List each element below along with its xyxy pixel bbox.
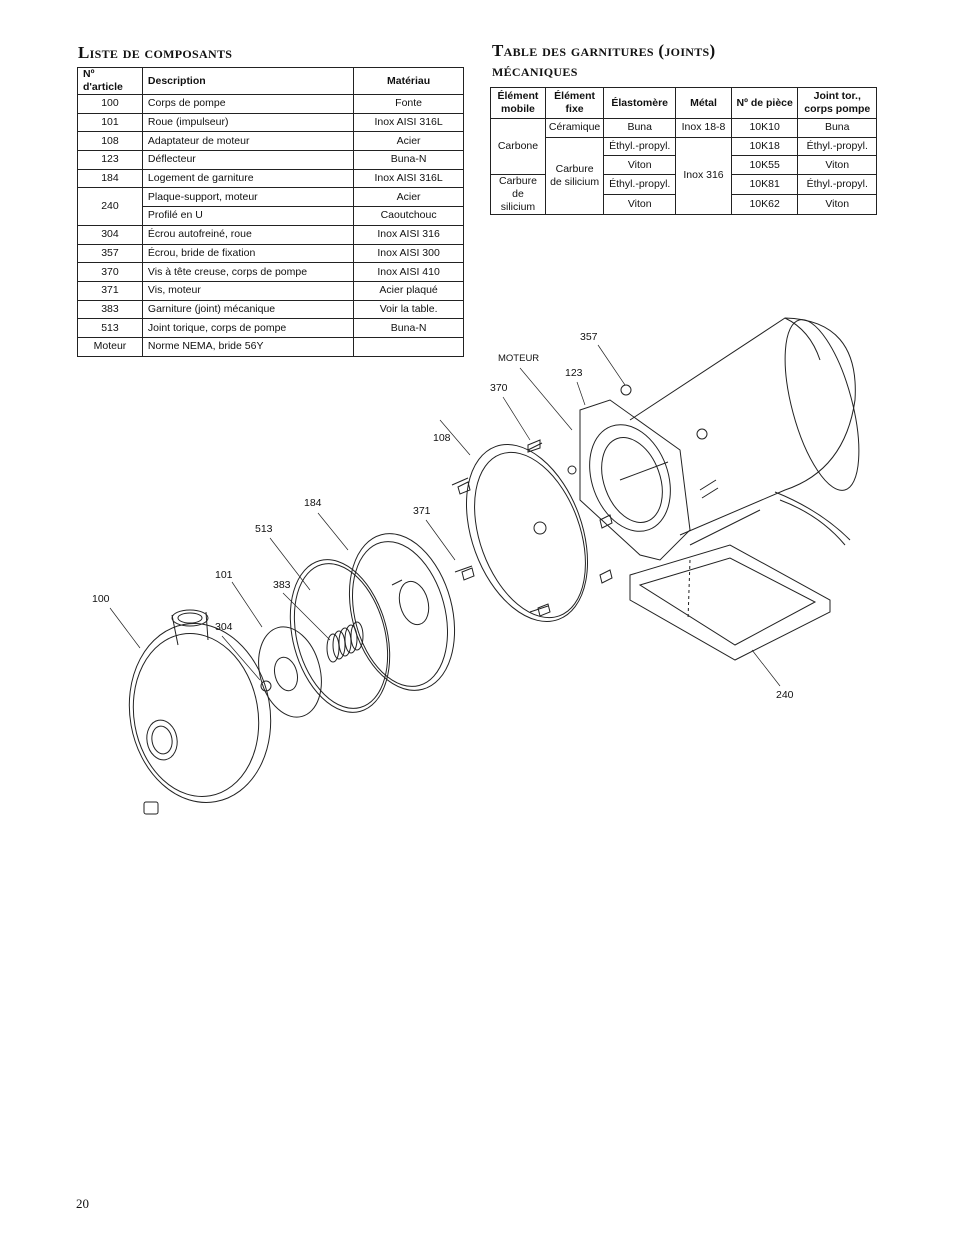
seal-table-title: Table des garnitures (joints) mécaniques <box>492 41 716 81</box>
callout-108: 108 <box>433 432 451 444</box>
callout-123: 123 <box>565 367 583 379</box>
item-cell: 240 <box>77 187 143 226</box>
impeller-drawing <box>258 626 322 718</box>
base-plate-drawing <box>629 544 831 661</box>
column-header-description: Description <box>141 67 355 95</box>
description-cell: Logement de garniture <box>141 168 355 189</box>
description-cell: Plaque-support, moteur <box>141 187 355 208</box>
elastomer-cell: Buna <box>603 118 677 138</box>
table-row: Carbure de silicium Éthyl.-propyl. 10K81… <box>490 174 877 216</box>
item-cell: 304 <box>77 224 143 245</box>
page-number: 20 <box>76 1196 89 1211</box>
item-cell: 123 <box>77 150 143 170</box>
callout-357: 357 <box>580 331 598 343</box>
rotating-cell: Carbure de silicium <box>490 174 546 216</box>
item-cell: Moteur <box>77 336 143 357</box>
metal-cell: Inox 316 <box>675 136 732 216</box>
column-header-elastomer: Élastomère <box>603 87 677 119</box>
callout-motor: MOTEUR <box>498 353 540 364</box>
description-cell: Déflecteur <box>141 150 355 170</box>
rotating-cell: Carbone <box>490 117 546 176</box>
callout-240: 240 <box>776 689 794 701</box>
table-header-row: Élément mobile Élément fixe Élastomère M… <box>490 87 877 119</box>
callout-371: 371 <box>413 505 431 517</box>
seal-table-title-line1: Table des garnitures (joints) <box>492 41 716 60</box>
elastomer-cell: Viton <box>603 194 677 216</box>
material-cell: Acier plaqué <box>353 280 464 301</box>
material-cell: Inox AISI 316L <box>353 112 464 133</box>
part-no-cell: 10K10 <box>730 118 799 138</box>
table-header-row: Nº d'article Description Matériau <box>77 67 464 95</box>
callout-383: 383 <box>273 579 291 591</box>
metal-cell: Inox 18-8 <box>675 118 732 138</box>
callout-370: 370 <box>490 382 508 394</box>
adapter-plate-drawing <box>451 442 589 622</box>
material-cell: Inox AISI 300 <box>353 243 464 264</box>
item-cell: 100 <box>77 94 143 114</box>
seal-table-title-line2: mécaniques <box>492 61 578 80</box>
material-cell <box>353 336 464 357</box>
oring-cell: Viton <box>797 194 877 216</box>
motor-drawing <box>579 317 860 561</box>
impeller-nut-drawing <box>260 680 272 692</box>
o-ring-drawing <box>289 559 391 713</box>
column-header-oring: Joint tor., corps pompe <box>797 87 877 119</box>
description-cell: Norme NEMA, bride 56Y <box>141 336 355 357</box>
column-header-item: Nº d'article <box>77 67 143 95</box>
material-cell: Voir la table. <box>353 299 464 320</box>
table-row: Carbure de silicium Éthyl.-propyl. Inox … <box>491 136 877 216</box>
callout-304: 304 <box>215 621 233 633</box>
stationary-cell: Carbure de silicium <box>544 136 605 216</box>
fastener-drawings <box>457 384 708 617</box>
table-row: Viton 10K62 Viton <box>491 194 877 216</box>
column-header-part-no: Nº de pièce <box>730 87 799 119</box>
item-cell: 108 <box>77 131 143 152</box>
part-no-cell: 10K81 <box>730 174 799 196</box>
description-cell: Écrou, bride de fixation <box>141 243 355 264</box>
leader-lines <box>109 344 781 687</box>
seal-table: Élément mobile Élément fixe Élastomère M… <box>490 87 877 216</box>
description-cell: Vis à tête creuse, corps de pompe <box>141 262 355 282</box>
parts-list-title: Liste de composants <box>78 43 233 62</box>
column-header-stationary: Élément fixe <box>544 87 605 119</box>
column-header-material: Matériau <box>353 67 464 95</box>
callout-100: 100 <box>92 593 110 605</box>
oring-cell: Éthyl.-propyl. <box>797 174 877 196</box>
mechanical-seal-drawing <box>326 621 364 663</box>
item-cell: 383 <box>77 299 143 320</box>
callout-184: 184 <box>304 497 322 509</box>
column-header-metal: Métal <box>675 87 732 119</box>
callout-101: 101 <box>215 569 233 581</box>
seal-housing-drawing <box>348 533 456 691</box>
oring-cell: Éthyl.-propyl. <box>797 136 877 157</box>
part-no-cell: 10K62 <box>730 194 799 216</box>
callout-513: 513 <box>255 523 273 535</box>
pump-casing-drawing <box>128 609 272 815</box>
